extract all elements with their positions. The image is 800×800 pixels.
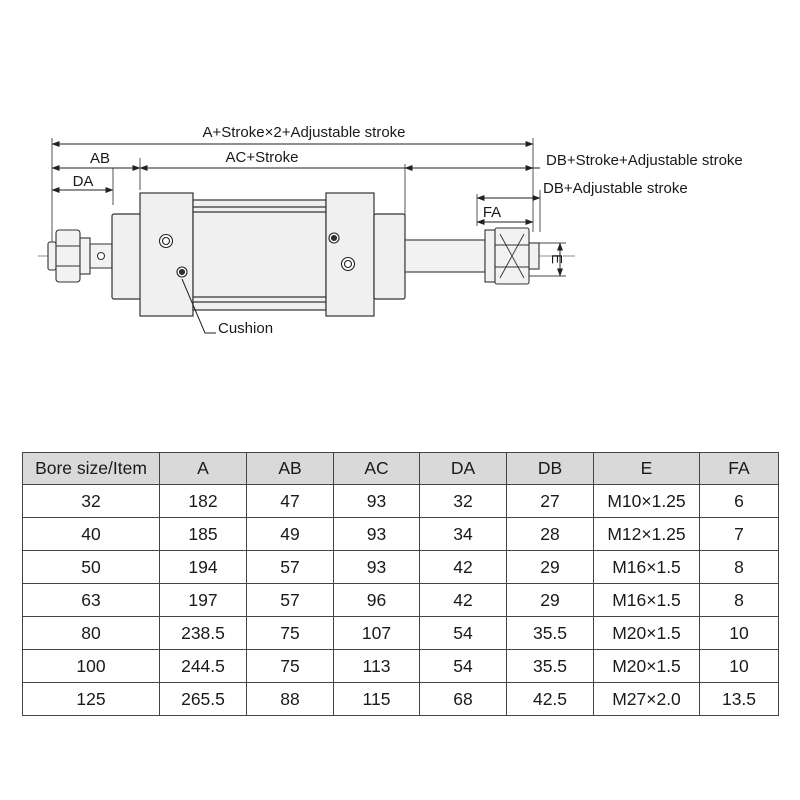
cell-ac: 115: [333, 682, 420, 716]
cell-ab: 75: [246, 616, 334, 650]
cell-a: 265.5: [159, 682, 247, 716]
cell-da: 42: [419, 550, 507, 584]
cell-ab: 57: [246, 583, 334, 617]
cell-db: 28: [506, 517, 594, 551]
cell-bore-size: 100: [22, 649, 160, 683]
cell-bore-size: 50: [22, 550, 160, 584]
cell-db: 29: [506, 550, 594, 584]
table-row: 50 194 57 93 42 29 M16×1.5 8: [22, 550, 779, 584]
label-overall: A+Stroke×2+Adjustable stroke: [202, 124, 405, 141]
cell-da: 42: [419, 583, 507, 617]
cell-e: M16×1.5: [593, 550, 700, 584]
cell-da: 54: [419, 616, 507, 650]
ports: [158, 232, 356, 278]
cell-e: M16×1.5: [593, 583, 700, 617]
cell-db: 27: [506, 484, 594, 518]
cell-ac: 93: [333, 550, 420, 584]
right-rod-end: [404, 227, 540, 285]
cell-bore-size: 80: [22, 616, 160, 650]
header-ab: AB: [246, 452, 334, 485]
cylinder-body: [111, 192, 406, 317]
table-row: 125 265.5 88 115 68 42.5 M27×2.0 13.5: [22, 682, 779, 716]
cell-a: 185: [159, 517, 247, 551]
cell-fa: 8: [699, 550, 779, 584]
left-rod-end: [47, 229, 113, 283]
cell-fa: 10: [699, 649, 779, 683]
cell-a: 244.5: [159, 649, 247, 683]
cell-ac: 107: [333, 616, 420, 650]
cell-ac: 93: [333, 517, 420, 551]
cell-ac: 93: [333, 484, 420, 518]
cell-ac: 113: [333, 649, 420, 683]
cell-e: M10×1.25: [593, 484, 700, 518]
cushion-leader: [181, 278, 216, 334]
label-ab: AB: [90, 150, 110, 167]
cell-a: 182: [159, 484, 247, 518]
cell-ab: 57: [246, 550, 334, 584]
cell-ab: 88: [246, 682, 334, 716]
label-cushion: Cushion: [218, 320, 273, 337]
cell-e: M12×1.25: [593, 517, 700, 551]
cell-e: M27×2.0: [593, 682, 700, 716]
header-a: A: [159, 452, 247, 485]
header-bore-size: Bore size/Item: [22, 452, 160, 485]
cell-db: 35.5: [506, 616, 594, 650]
label-da: DA: [73, 173, 94, 190]
cell-a: 197: [159, 583, 247, 617]
table-row: 80 238.5 75 107 54 35.5 M20×1.5 10: [22, 616, 779, 650]
label-ac: AC+Stroke: [226, 149, 299, 166]
header-db: DB: [506, 452, 594, 485]
header-fa: FA: [699, 452, 779, 485]
dimension-lines: [51, 141, 563, 277]
cell-e: M20×1.5: [593, 649, 700, 683]
cell-fa: 10: [699, 616, 779, 650]
table-header-row: Bore size/Item A AB AC DA DB E FA: [22, 452, 779, 485]
cell-da: 32: [419, 484, 507, 518]
cell-bore-size: 40: [22, 517, 160, 551]
cell-fa: 6: [699, 484, 779, 518]
cell-da: 34: [419, 517, 507, 551]
cell-bore-size: 125: [22, 682, 160, 716]
cell-a: 194: [159, 550, 247, 584]
label-db-total: DB+Stroke+Adjustable stroke: [546, 152, 743, 169]
label-e: E: [548, 254, 565, 264]
cell-ab: 49: [246, 517, 334, 551]
table-row: 100 244.5 75 113 54 35.5 M20×1.5 10: [22, 649, 779, 683]
cell-db: 29: [506, 583, 594, 617]
label-fa: FA: [483, 204, 501, 221]
table-row: 40 185 49 93 34 28 M12×1.25 7: [22, 517, 779, 551]
cell-ab: 47: [246, 484, 334, 518]
cell-a: 238.5: [159, 616, 247, 650]
cell-da: 68: [419, 682, 507, 716]
table-row: 32 182 47 93 32 27 M10×1.25 6: [22, 484, 779, 518]
cell-fa: 8: [699, 583, 779, 617]
cell-ab: 75: [246, 649, 334, 683]
cell-da: 54: [419, 649, 507, 683]
cell-ac: 96: [333, 583, 420, 617]
header-da: DA: [419, 452, 507, 485]
header-e: E: [593, 452, 700, 485]
table-row: 63 197 57 96 42 29 M16×1.5 8: [22, 583, 779, 617]
cell-fa: 7: [699, 517, 779, 551]
spec-table: Bore size/Item A AB AC DA DB E FA 32 182…: [22, 452, 779, 716]
cell-fa: 13.5: [699, 682, 779, 716]
cell-bore-size: 63: [22, 583, 160, 617]
cell-e: M20×1.5: [593, 616, 700, 650]
cell-db: 42.5: [506, 682, 594, 716]
cell-bore-size: 32: [22, 484, 160, 518]
cell-db: 35.5: [506, 649, 594, 683]
header-ac: AC: [333, 452, 420, 485]
label-db-adj: DB+Adjustable stroke: [543, 180, 688, 197]
cylinder-dimension-drawing: A+Stroke×2+Adjustable stroke AB AC+Strok…: [38, 124, 743, 337]
